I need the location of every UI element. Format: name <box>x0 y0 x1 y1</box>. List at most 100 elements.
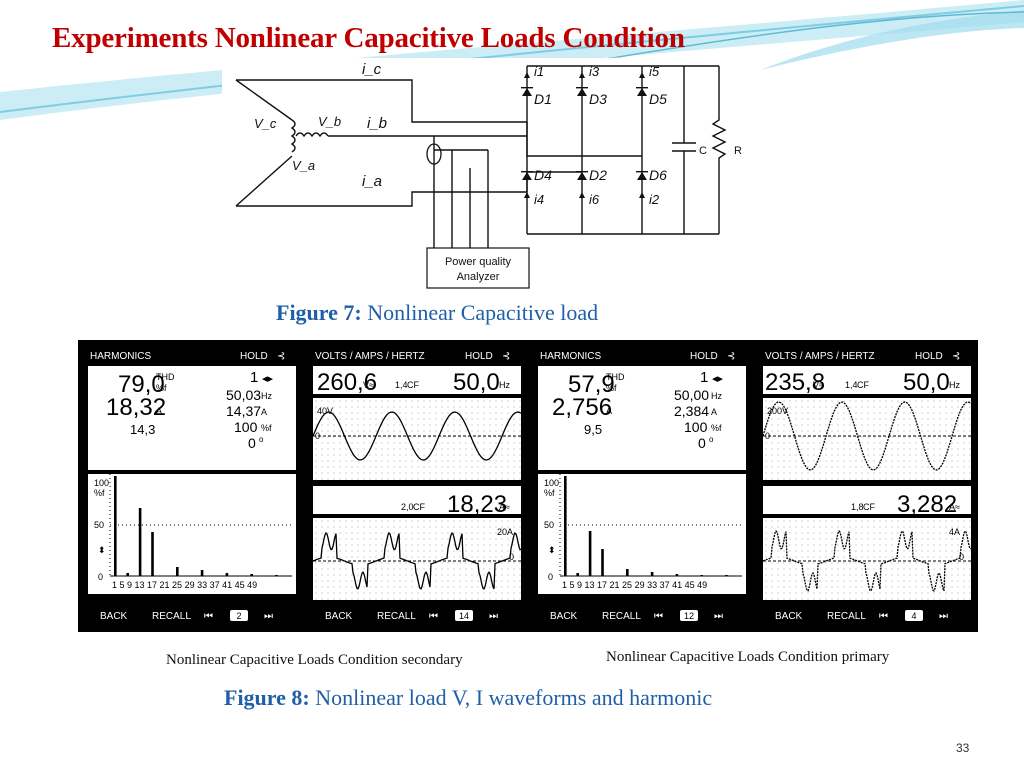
svg-text:⊰: ⊰ <box>277 351 285 362</box>
harmonic-bar <box>275 575 278 576</box>
thd-value: 79,0 <box>118 371 165 398</box>
svg-text:2,384: 2,384 <box>674 403 709 419</box>
svg-text:0: 0 <box>959 552 964 562</box>
svg-text:Hz: Hz <box>711 391 722 401</box>
svg-text:CF: CF <box>413 502 425 512</box>
svg-text:0: 0 <box>248 435 256 451</box>
svg-text:⏮: ⏮ <box>429 611 438 622</box>
svg-text:CF: CF <box>407 380 419 390</box>
svg-text:V≈: V≈ <box>363 380 374 390</box>
figure8-text: Nonlinear load V, I waveforms and harmon… <box>315 685 713 710</box>
harmonic-bar <box>576 573 579 576</box>
rms-current: 18,32 <box>106 394 166 421</box>
svg-text:⏮: ⏮ <box>654 611 663 622</box>
svg-text:⊰: ⊰ <box>727 351 735 362</box>
figure7-caption: Figure 7: Nonlinear Capacitive load <box>276 300 598 326</box>
voltage-label-vb: V_b <box>318 114 341 129</box>
svg-text:A≈: A≈ <box>949 502 960 512</box>
current-reading: 3,282 <box>897 491 957 518</box>
panel-primary-vah: VOLTS / AMPS / HERTZ HOLD ⊰ 235,8 V≈ 1,4… <box>762 351 972 622</box>
figure7-label: Figure 7: <box>276 300 362 325</box>
panel-primary-harmonics: HARMONICS HOLD ⊰ 57,9 THD %f 2,756 A 9,5… <box>538 351 746 622</box>
harmonic-bars <box>564 476 728 576</box>
recall-button[interactable]: RECALL <box>827 611 866 622</box>
svg-text:50,03: 50,03 <box>226 387 261 403</box>
svg-text:50,00: 50,00 <box>674 387 709 403</box>
svg-text:A: A <box>606 406 612 416</box>
harmonic-bar <box>700 575 703 576</box>
harmonic-bar <box>650 572 654 576</box>
svg-text:⬍: ⬍ <box>98 545 106 555</box>
svg-text:100: 100 <box>234 419 258 435</box>
svg-text:100: 100 <box>544 478 559 488</box>
back-button[interactable]: BACK <box>550 611 578 622</box>
secondary-screens-label: Nonlinear Capacitive Loads Condition sec… <box>166 652 463 668</box>
svg-text:50: 50 <box>544 520 554 530</box>
harmonic-bar <box>200 570 204 576</box>
current-waveform <box>312 531 522 590</box>
svg-text:o: o <box>709 435 714 444</box>
svg-text:⏭: ⏭ <box>714 611 723 622</box>
current-waveform <box>762 529 971 592</box>
svg-text:Hz: Hz <box>949 380 960 390</box>
svg-text:0: 0 <box>98 572 103 582</box>
svg-text:9,5: 9,5 <box>584 422 602 437</box>
harmonic-bars <box>114 476 278 576</box>
back-button[interactable]: BACK <box>100 611 128 622</box>
rectifier-circuit-diagram: i_c i_b i_a V_c V_b V_a i1 i3 i5 D1 D3 D… <box>222 58 750 294</box>
svg-text:⏮: ⏮ <box>879 611 888 622</box>
svg-text:1: 1 <box>250 369 258 386</box>
svg-text:HOLD: HOLD <box>690 351 718 362</box>
svg-text:A≈: A≈ <box>499 502 510 512</box>
harmonic-bar <box>588 531 592 576</box>
voltage-waveform <box>762 401 972 471</box>
back-button[interactable]: BACK <box>325 611 353 622</box>
harmonic-bar <box>126 573 129 576</box>
svg-text:◂▸: ◂▸ <box>558 458 568 469</box>
bottom-current-3: i2 <box>649 192 660 207</box>
svg-text:THD: THD <box>606 372 625 382</box>
top-current-1: i1 <box>534 64 544 79</box>
recall-button[interactable]: RECALL <box>377 611 416 622</box>
analyzer-label-line1: Power quality <box>445 256 512 268</box>
harmonic-bar <box>138 508 142 576</box>
diode-d6: D6 <box>649 167 667 183</box>
current-label-ic: i_c <box>362 61 382 78</box>
figure7-text: Nonlinear Capacitive load <box>367 300 599 325</box>
svg-text:⊰: ⊰ <box>952 351 960 362</box>
svg-text:%f: %f <box>711 423 722 433</box>
top-current-2: i3 <box>589 64 600 79</box>
harmonic-bar <box>564 476 567 576</box>
svg-text:%f: %f <box>156 383 167 393</box>
harmonic-bar <box>151 532 154 576</box>
page-indicator: 14 <box>459 611 469 621</box>
svg-text:1,4: 1,4 <box>395 380 408 390</box>
svg-text:1 5 9 13 17 21 25 29 33 37: 1 5 9 13 17 21 25 29 33 37 41 45 49 <box>562 580 707 590</box>
diode-d4: D4 <box>534 167 552 183</box>
page-indicator: 4 <box>911 611 916 621</box>
recall-button[interactable]: RECALL <box>602 611 641 622</box>
svg-text:Hz: Hz <box>261 391 272 401</box>
frequency-reading: 50,0 <box>903 369 950 396</box>
svg-text:4A: 4A <box>949 527 960 537</box>
page-indicator: 2 <box>236 611 241 621</box>
svg-text:◂▸: ◂▸ <box>108 458 118 469</box>
panel-secondary-vah: VOLTS / AMPS / HERTZ HOLD ⊰ 260,6 V≈ 1,4… <box>312 351 522 622</box>
recall-button[interactable]: RECALL <box>152 611 191 622</box>
primary-screens-label: Nonlinear Capacitive Loads Condition pri… <box>606 649 890 665</box>
svg-text:◂▸: ◂▸ <box>712 373 724 385</box>
voltage-label-vc: V_c <box>254 116 277 131</box>
svg-text:⏮: ⏮ <box>204 611 213 622</box>
svg-text:Hz: Hz <box>499 380 510 390</box>
svg-text:20A: 20A <box>497 527 513 537</box>
capacitor-label: C <box>699 145 707 157</box>
svg-text:1: 1 <box>700 369 708 386</box>
bottom-current-1: i4 <box>534 192 544 207</box>
diode-d3: D3 <box>589 91 607 107</box>
page-indicator: 12 <box>684 611 694 621</box>
harmonic-bar <box>114 476 117 576</box>
figure8-caption: Figure 8: Nonlinear load V, I waveforms … <box>224 685 712 711</box>
back-button[interactable]: BACK <box>775 611 803 622</box>
analyzer-label-line2: Analyzer <box>457 271 500 283</box>
svg-text:%f: %f <box>544 488 555 498</box>
